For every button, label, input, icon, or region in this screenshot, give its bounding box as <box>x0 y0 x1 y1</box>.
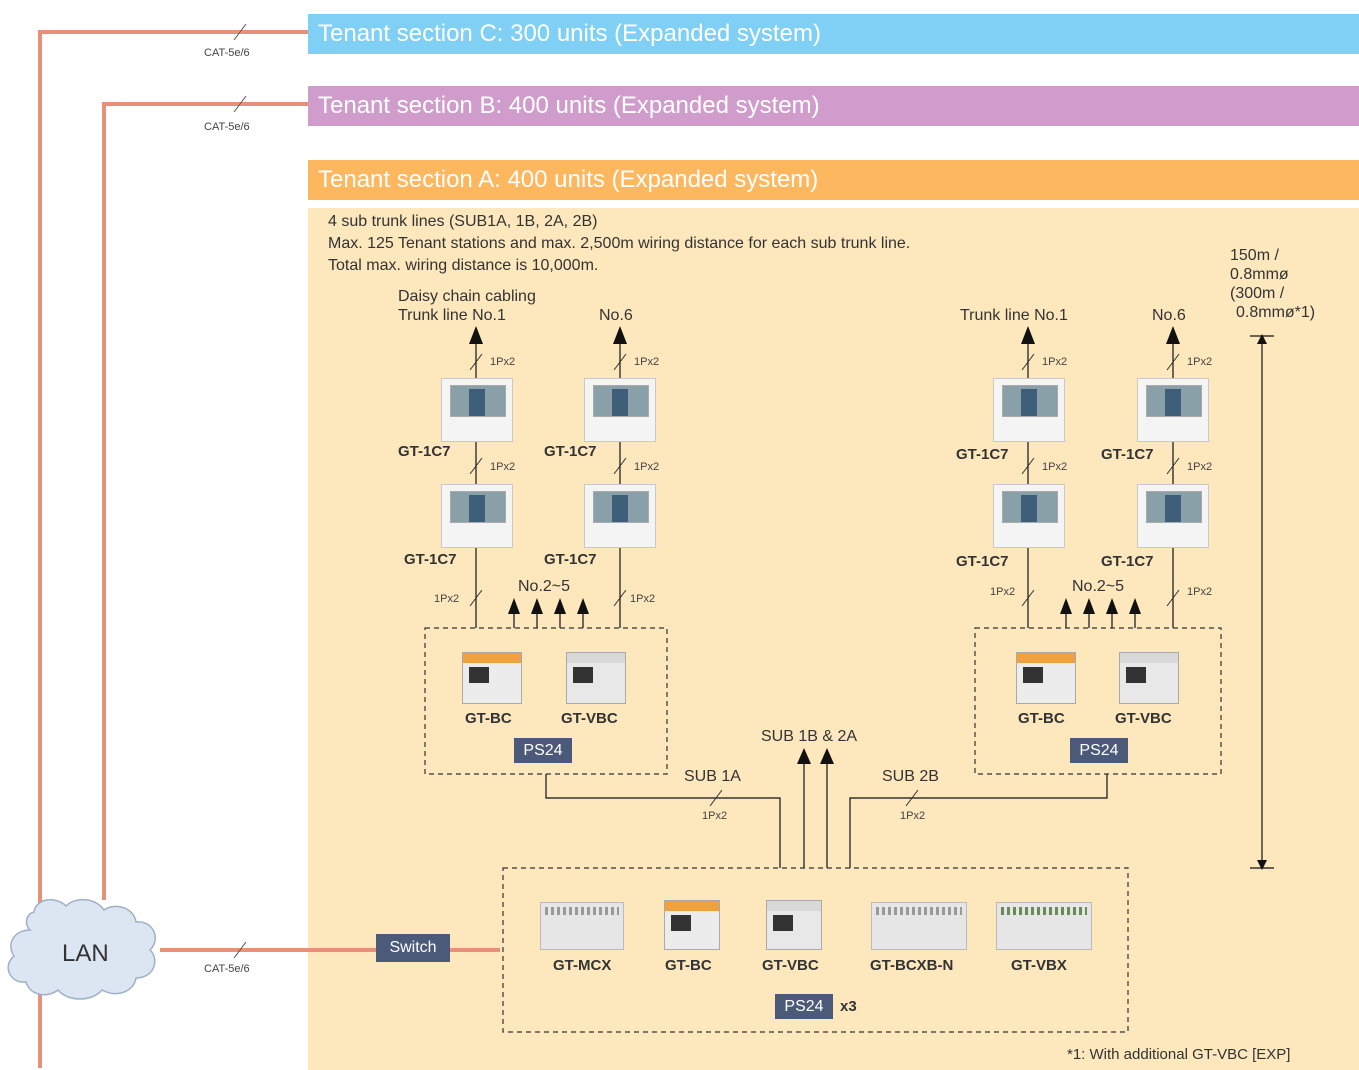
cable-label: 1Px2 <box>1042 356 1068 368</box>
cable-label: 1Px2 <box>634 461 660 473</box>
right-adapter-1-label: GT-BC <box>1018 710 1065 727</box>
adapter-image <box>566 652 626 704</box>
station-image <box>993 484 1065 548</box>
cable-label: 1Px2 <box>1187 586 1213 598</box>
cat-label-lan: CAT-5e/6 <box>204 963 250 975</box>
cable-label: 1Px2 <box>702 810 728 822</box>
cable-label: 1Px2 <box>434 593 460 605</box>
central-device-label: GT-VBX <box>1011 957 1067 974</box>
station-image <box>441 378 513 442</box>
switch-badge: Switch <box>376 934 450 962</box>
station-model-label: GT-1C7 <box>398 443 451 460</box>
cable-label: 1Px2 <box>900 810 926 822</box>
right-ps-badge: PS24 <box>1070 738 1128 763</box>
gt-mcx-image <box>540 902 624 950</box>
right-adapter-2-label: GT-VBC <box>1115 710 1172 727</box>
left-ps-badge: PS24 <box>514 738 572 763</box>
station-model-label: GT-1C7 <box>956 553 1009 570</box>
left-trunk-6-label: No.6 <box>599 307 633 324</box>
footnote: *1: With additional GT-VBC [EXP] <box>1067 1046 1291 1063</box>
central-ps-badge: PS24 <box>775 994 833 1019</box>
lan-lines <box>38 30 500 1068</box>
note-line-1: 4 sub trunk lines (SUB1A, 1B, 2A, 2B) <box>328 213 598 230</box>
left-adapter-2-label: GT-VBC <box>561 710 618 727</box>
distance-line-4: 0.8mmø*1) <box>1236 304 1316 321</box>
gt-bcxb-image <box>871 902 967 950</box>
central-device-label: GT-BC <box>665 957 712 974</box>
left-trunk-1-label: Trunk line No.1 <box>398 307 506 324</box>
sub-1a-label: SUB 1A <box>684 768 741 785</box>
gt-vbc-image <box>766 900 822 950</box>
gt-bc-image <box>664 900 720 950</box>
cable-label: 1Px2 <box>490 356 516 368</box>
cat-label-b: CAT-5e/6 <box>204 121 250 133</box>
cable-label: 1Px2 <box>490 461 516 473</box>
distance-line-1: 150m / <box>1230 247 1279 264</box>
sub-2b-label: SUB 2B <box>882 768 939 785</box>
station-model-label: GT-1C7 <box>1101 553 1154 570</box>
note-line-2: Max. 125 Tenant stations and max. 2,500m… <box>328 235 911 252</box>
central-device-label: GT-MCX <box>553 957 612 974</box>
distance-line-3: (300m / <box>1230 285 1285 302</box>
right-middle-label: No.2~5 <box>1072 578 1125 595</box>
lan-label: LAN <box>62 940 109 967</box>
note-line-3: Total max. wiring distance is 10,000m. <box>328 257 599 274</box>
station-image <box>441 484 513 548</box>
cable-label: 1Px2 <box>630 593 656 605</box>
adapter-image <box>462 652 522 704</box>
central-ps-count: x3 <box>840 998 857 1015</box>
daisy-chain-label: Daisy chain cabling <box>398 288 536 305</box>
left-middle-label: No.2~5 <box>518 578 571 595</box>
banner-section-a: Tenant section A: 400 units (Expanded sy… <box>308 160 1359 200</box>
station-model-label: GT-1C7 <box>1101 446 1154 463</box>
station-image <box>584 484 656 548</box>
sub-1b-2a-label: SUB 1B & 2A <box>761 728 858 745</box>
banner-section-c: Tenant section C: 300 units (Expanded sy… <box>308 14 1359 54</box>
central-device-label: GT-BCXB-N <box>870 957 954 974</box>
right-trunk-6-label: No.6 <box>1152 307 1186 324</box>
cable-label: 1Px2 <box>1042 461 1068 473</box>
station-image <box>584 378 656 442</box>
cable-label: 1Px2 <box>634 356 660 368</box>
station-model-label: GT-1C7 <box>544 551 597 568</box>
cable-label: 1Px2 <box>1187 461 1213 473</box>
station-image <box>993 378 1065 442</box>
right-trunk-1-label: Trunk line No.1 <box>960 307 1068 324</box>
adapter-image <box>1016 652 1076 704</box>
banner-section-b: Tenant section B: 400 units (Expanded sy… <box>308 86 1359 126</box>
left-adapter-1-label: GT-BC <box>465 710 512 727</box>
central-device-label: GT-VBC <box>762 957 819 974</box>
station-image <box>1137 378 1209 442</box>
cable-label: 1Px2 <box>1187 356 1213 368</box>
cat-label-c: CAT-5e/6 <box>204 47 250 59</box>
station-model-label: GT-1C7 <box>956 446 1009 463</box>
station-image <box>1137 484 1209 548</box>
cable-label: 1Px2 <box>990 586 1016 598</box>
gt-vbx-image <box>996 902 1092 950</box>
distance-line-2: 0.8mmø <box>1230 266 1289 283</box>
station-model-label: GT-1C7 <box>404 551 457 568</box>
section-a-panel <box>308 208 1359 1070</box>
station-model-label: GT-1C7 <box>544 443 597 460</box>
adapter-image <box>1119 652 1179 704</box>
